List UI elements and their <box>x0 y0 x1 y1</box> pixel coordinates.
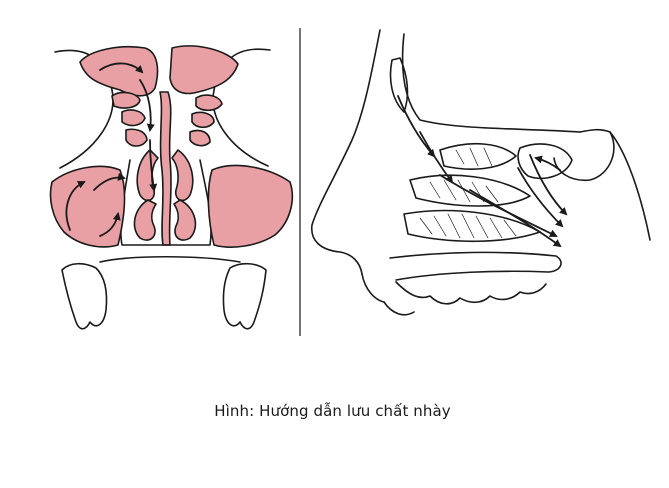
arrow-icon <box>469 189 562 248</box>
tooth-left <box>61 262 108 330</box>
ethmoid-cell <box>111 91 141 109</box>
arrow-icon <box>149 139 158 192</box>
upper-lip-profile <box>361 273 385 303</box>
pharynx-wall <box>609 131 651 241</box>
ethmoid-cell <box>189 129 211 147</box>
ethmoid-cell <box>121 109 146 127</box>
frontal-sinus <box>389 57 409 113</box>
lower-jaw <box>383 301 415 316</box>
maxillary-sinus-right <box>207 164 294 248</box>
sphenoid-sinus <box>517 143 573 180</box>
arrow-icon <box>99 212 121 237</box>
ethmoid-cell <box>191 111 215 129</box>
arrow-icon <box>529 154 568 216</box>
figure-caption-text: Hình: Hướng dẫn lưu chất nhày <box>214 402 451 420</box>
frontal-sinus-right <box>169 45 239 95</box>
turbinate-left <box>136 149 159 202</box>
drainage-arrows-sagittal <box>397 95 568 248</box>
turbinate-hatching <box>419 147 517 239</box>
ethmoid-cell <box>195 94 223 112</box>
tooth-right <box>222 262 267 330</box>
hard-palate <box>99 255 241 263</box>
ethmoid-cell <box>125 128 148 147</box>
orbit-outline-right <box>212 48 271 167</box>
arrow-icon <box>99 62 144 74</box>
arrow-icon <box>139 79 155 132</box>
arrow-icon <box>65 181 86 231</box>
nasal-septum <box>159 91 172 246</box>
coronal-section-illustration <box>49 45 294 330</box>
frontal-bone <box>401 33 581 133</box>
nasal-floor <box>389 251 562 281</box>
turbinate-right-lower <box>173 199 197 241</box>
arrow-icon <box>93 172 126 191</box>
turbinate-left-lower <box>133 199 157 241</box>
drainage-arrows-coronal <box>65 62 158 237</box>
nose-profile <box>311 29 381 275</box>
arrow-icon <box>397 95 436 158</box>
turbinate-right <box>171 149 194 202</box>
arrow-icon <box>534 155 561 171</box>
arrow-icon <box>419 131 454 184</box>
superior-turbinate <box>439 142 517 170</box>
figure-caption: Hình: Hướng dẫn lưu chất nhày <box>0 402 669 420</box>
frontal-sinus-left <box>79 45 159 97</box>
sagittal-section-illustration <box>311 29 651 316</box>
skull-base <box>553 128 615 182</box>
nasal-cavity-outline <box>120 159 212 246</box>
upper-teeth <box>395 281 547 305</box>
inferior-turbinate <box>403 209 541 243</box>
arrow-icon <box>517 167 564 228</box>
orbit-outline-left <box>54 49 114 169</box>
